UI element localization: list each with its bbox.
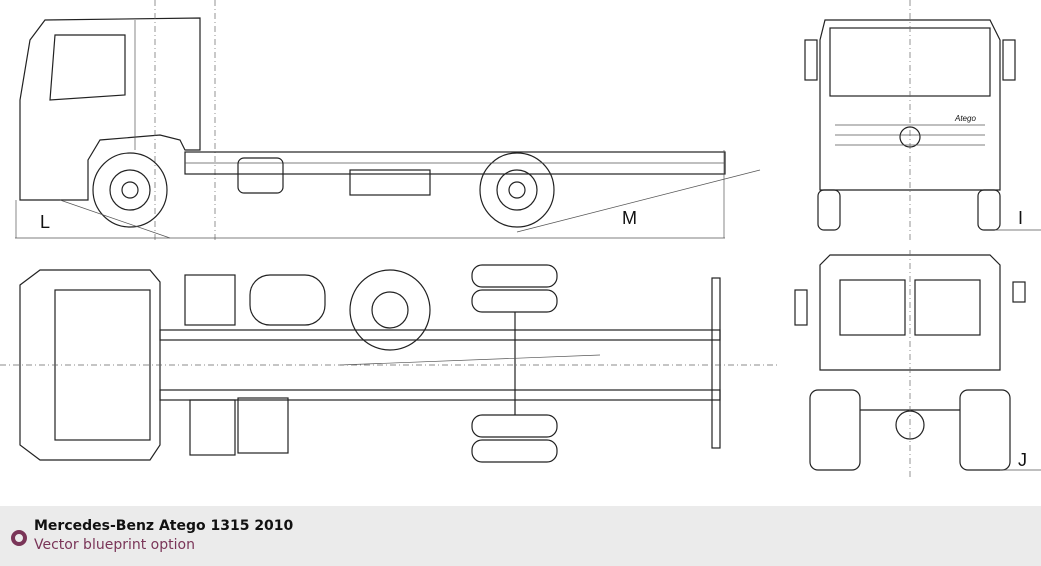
dimension-label-I: I <box>1018 208 1023 228</box>
top-view <box>0 264 780 463</box>
front-view: Atego I <box>804 0 1041 240</box>
circle-bullet-icon <box>11 530 27 546</box>
caption-bar: Mercedes-Benz Atego 1315 2010 Vector blu… <box>0 506 1041 566</box>
dimension-label-J: J <box>1018 450 1027 470</box>
truck-blueprint-drawing: L M Atego I <box>0 0 1041 480</box>
dimension-label-M: M <box>622 208 637 228</box>
rear-view: J <box>794 250 1041 480</box>
caption-subtitle: Vector blueprint option <box>34 537 195 553</box>
front-badge: Atego <box>954 114 976 123</box>
side-view: L M <box>15 0 761 240</box>
dimension-label-L: L <box>40 212 50 232</box>
caption-title: Mercedes-Benz Atego 1315 2010 <box>34 518 294 534</box>
